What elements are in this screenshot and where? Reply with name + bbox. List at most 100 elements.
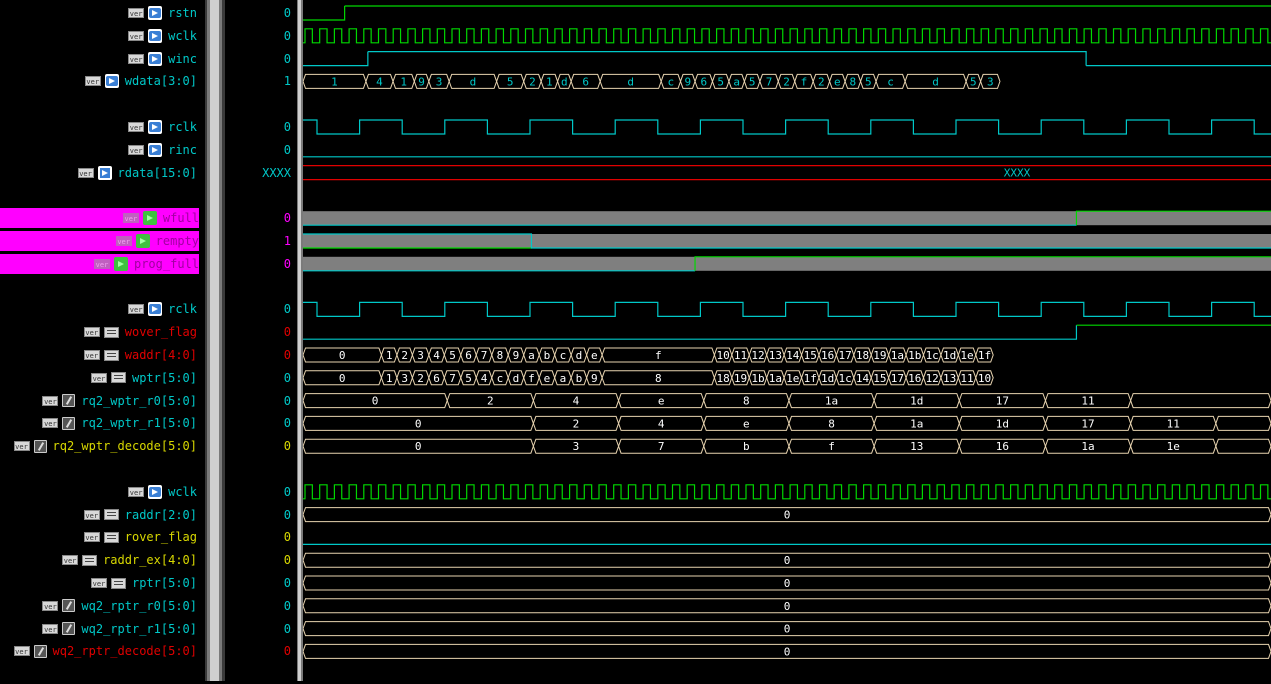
bus-segment [888, 347, 907, 363]
signal-name: rinc [168, 142, 197, 157]
signal-row-rinc[interactable]: ver rinc [128, 140, 197, 160]
bus-value-label: 1 [386, 372, 393, 385]
pane-splitter-left[interactable] [205, 0, 225, 681]
bus-value-label: 1e [1167, 440, 1180, 453]
bit-trace [1075, 210, 1271, 226]
bus-value-label: 1e [786, 372, 799, 385]
bus-segment [853, 370, 872, 386]
unknown-fill [303, 234, 1271, 248]
signal-name: wdata[3:0] [124, 74, 197, 89]
bus-segment [538, 347, 556, 363]
bus-value-label: 11 [1167, 417, 1180, 430]
verilog-tag-icon: ver [128, 144, 145, 155]
bus-segment [532, 393, 620, 409]
bus-value-label: 0 [784, 509, 791, 522]
signal-value: 0 [283, 302, 291, 317]
bus-value-label: c [887, 75, 894, 88]
bus-value-label: e [544, 372, 551, 385]
bus-segment [853, 347, 872, 363]
bus-segment [380, 370, 398, 386]
register-icon [103, 509, 119, 521]
verilog-tag-icon: ver [42, 623, 59, 634]
bus-segment [1130, 438, 1217, 454]
register-icon [103, 326, 119, 338]
bus-value-label: 12 [751, 349, 764, 362]
bus-segment [302, 621, 1271, 637]
waveform-rclk [303, 119, 1271, 135]
bus-segment [570, 73, 601, 89]
bus-value-label: 0 [415, 417, 422, 430]
bus-segment [870, 347, 890, 363]
bus-value-label: 1f [804, 372, 817, 385]
wire-icon [33, 439, 47, 453]
signal-value: 0 [283, 28, 291, 43]
waveform-wq2_rptr_decode50: 0 [302, 643, 1271, 659]
bus-value-label: b [743, 440, 750, 453]
bus-segment [413, 73, 430, 89]
bit-trace [303, 325, 1078, 340]
signal-row-raddr_ex40[interactable]: ver raddr_ex[4:0] [62, 550, 197, 570]
waveform-prog_full [303, 256, 1271, 272]
bus-value-label: 12 [926, 372, 939, 385]
verilog-tag-icon: ver [62, 555, 79, 566]
bus-value-label: c [560, 349, 567, 362]
bus-value-label: 2 [783, 75, 790, 88]
signal-name: wover_flag [124, 325, 197, 340]
signal-row-wfull[interactable]: ver wfull [0, 208, 199, 229]
bus-segment [940, 370, 959, 386]
input-icon [148, 484, 163, 499]
bus-segment [922, 347, 942, 363]
bus-value-label: 7 [658, 440, 665, 453]
verilog-tag-icon: ver [122, 213, 139, 224]
bus-segment [713, 370, 733, 386]
bus-segment [794, 73, 814, 89]
bus-segment [448, 73, 498, 89]
bus-value-label: 18 [856, 349, 869, 362]
bus-segment [711, 73, 730, 89]
signal-name: rover_flag [124, 530, 197, 545]
bus-segment [975, 347, 994, 363]
signal-name: raddr_ex[4:0] [103, 553, 197, 568]
bus-segment [475, 347, 493, 363]
bus-segment [731, 370, 750, 386]
bus-value-label: 13 [769, 349, 782, 362]
bus-value-label: 6 [700, 75, 707, 88]
signal-name: wfull [162, 211, 199, 226]
pane-splitter-right[interactable] [297, 0, 303, 681]
bus-segment [713, 347, 733, 363]
signal-name: wq2_rptr_decode[5:0] [52, 644, 198, 659]
bus-segment [302, 575, 1271, 591]
bus-segment [570, 370, 588, 386]
bus-value-label: 5 [749, 75, 756, 88]
bus-value-label: f [655, 349, 662, 362]
bus-segment [523, 73, 542, 89]
signal-name: rclk [168, 120, 197, 134]
verilog-tag-icon: ver [13, 441, 30, 452]
